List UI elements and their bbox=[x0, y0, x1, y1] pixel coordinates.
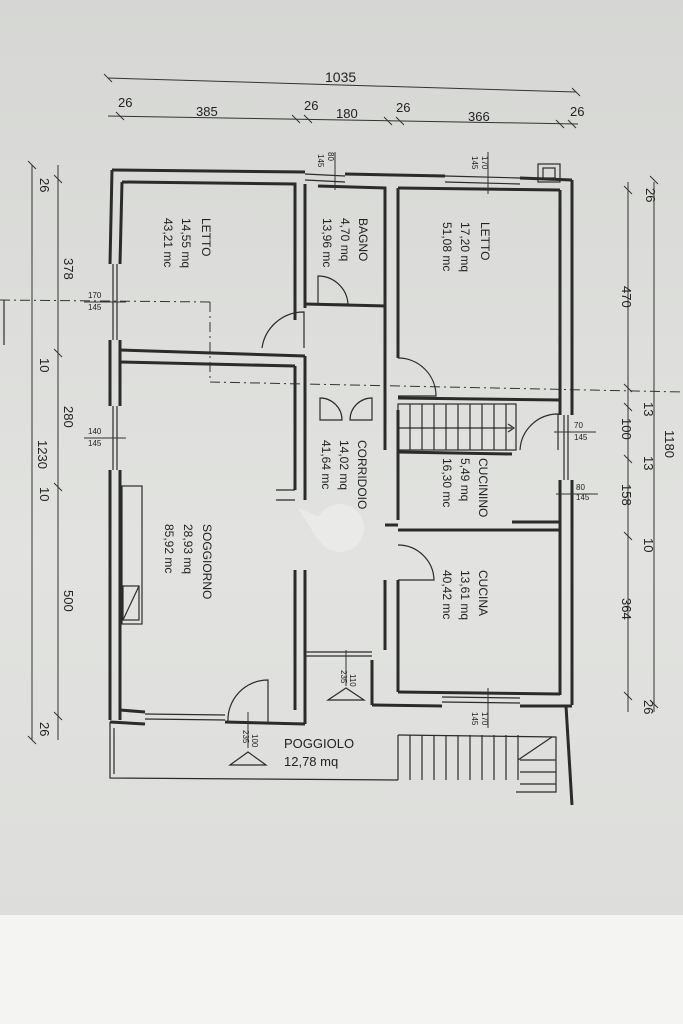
room-name: SOGGIORNO bbox=[200, 524, 214, 599]
stairs bbox=[397, 403, 574, 806]
room-letto-left: LETTO 14,55 mq 43,21 mc bbox=[161, 218, 213, 268]
opening-cucina-h: 145 bbox=[470, 712, 479, 726]
page-bottom-margin bbox=[0, 915, 683, 1024]
entrance-markers bbox=[228, 687, 366, 766]
room-bagno: BAGNO 4,70 mq 13,96 mc bbox=[320, 218, 370, 267]
room-name: BAGNO bbox=[356, 218, 370, 261]
opening-letto1-h: 145 bbox=[88, 303, 102, 312]
room-area: 14,55 mq bbox=[179, 218, 193, 268]
opening-corridoio-w: 110 bbox=[348, 674, 357, 687]
room-volume: 13,96 mc bbox=[320, 218, 334, 267]
dim-left-seg-5: 500 bbox=[61, 590, 76, 612]
opening-soggiorno-door-w: 100 bbox=[250, 734, 259, 748]
dim-right-seg-4: 13 bbox=[641, 456, 656, 470]
balcony bbox=[109, 722, 399, 781]
opening-stair-w: 70 bbox=[574, 421, 583, 430]
dim-right-seg-6: 10 bbox=[641, 538, 656, 552]
room-volume: 16,30 mc bbox=[440, 458, 454, 507]
opening-bagno-h: 145 bbox=[316, 154, 325, 168]
dim-left-seg-1: 378 bbox=[61, 258, 76, 280]
left-dimensions: 1230 26 378 10 280 10 500 26 bbox=[27, 160, 76, 745]
room-name: POGGIOLO bbox=[284, 736, 354, 751]
room-letto-right: LETTO 17,20 mq 51,08 mc bbox=[440, 222, 492, 272]
dim-left-seg-3: 280 bbox=[61, 406, 76, 428]
opening-cucinino-w: 80 bbox=[576, 483, 585, 492]
room-name: CUCINA bbox=[476, 570, 490, 616]
watermark-logo bbox=[298, 504, 364, 552]
opening-labels: 80 145 170 145 170 145 140 145 70 145 80… bbox=[84, 152, 598, 748]
dim-left-overall: 1230 bbox=[35, 440, 50, 469]
dim-top-overall: 1035 bbox=[325, 69, 356, 85]
dim-top-seg-3: 180 bbox=[336, 106, 358, 121]
opening-soggiorno-door-h: 235 bbox=[241, 730, 250, 744]
dim-left-seg-0: 26 bbox=[37, 178, 52, 192]
dim-right-overall: 1180 bbox=[662, 430, 677, 458]
room-area: 28,93 mq bbox=[181, 524, 195, 574]
room-area: 13,61 mq bbox=[458, 570, 472, 620]
opening-letto2-w: 170 bbox=[480, 156, 489, 170]
room-area: 4,70 mq bbox=[338, 218, 352, 261]
opening-corridoio-h: 235 bbox=[339, 670, 348, 684]
room-area: 14,02 mq bbox=[337, 440, 351, 490]
room-volume: 85,92 mc bbox=[162, 524, 176, 573]
dim-right-seg-3: 100 bbox=[619, 418, 634, 440]
room-area: 12,78 mq bbox=[284, 754, 338, 769]
opening-letto1-w: 170 bbox=[88, 291, 102, 300]
room-name: LETTO bbox=[199, 218, 213, 256]
fireplace bbox=[121, 485, 143, 625]
dim-top-seg-6: 26 bbox=[570, 104, 584, 119]
dim-right-seg-7: 364 bbox=[619, 598, 634, 620]
dim-left-seg-2: 10 bbox=[37, 358, 52, 372]
dim-right-seg-8: 26 bbox=[641, 700, 656, 714]
room-volume: 40,42 mc bbox=[440, 570, 454, 619]
room-soggiorno: SOGGIORNO 28,93 mq 85,92 mc bbox=[162, 524, 214, 599]
opening-bagno-w: 80 bbox=[326, 152, 335, 161]
room-volume: 41,64 mc bbox=[319, 440, 333, 489]
room-name: LETTO bbox=[478, 222, 492, 260]
opening-soggiorno-h: 145 bbox=[88, 439, 102, 448]
dim-right-seg-2: 13 bbox=[641, 402, 656, 416]
doors bbox=[227, 275, 559, 723]
interior-walls bbox=[119, 180, 561, 710]
opening-stair-h: 145 bbox=[574, 433, 588, 442]
dim-right-seg-1: 470 bbox=[619, 286, 634, 308]
dim-left-seg-6: 26 bbox=[37, 722, 52, 736]
dim-top-seg-1: 385 bbox=[196, 104, 218, 119]
room-name: CORRIDOIO bbox=[355, 440, 369, 509]
dim-left-seg-4: 10 bbox=[37, 487, 52, 501]
dim-top-seg-2: 26 bbox=[304, 98, 318, 113]
dim-top-seg-5: 366 bbox=[468, 109, 490, 124]
room-volume: 43,21 mc bbox=[161, 218, 175, 267]
room-area: 5,49 mq bbox=[458, 458, 472, 501]
room-volume: 51,08 mc bbox=[440, 222, 454, 271]
room-cucina: CUCINA 13,61 mq 40,42 mc bbox=[440, 570, 490, 620]
room-poggiolo: POGGIOLO 12,78 mq bbox=[284, 736, 354, 769]
dim-top-seg-4: 26 bbox=[396, 100, 410, 115]
room-cucinino: CUCININO 5,49 mq 16,30 mc bbox=[440, 458, 490, 517]
room-area: 17,20 mq bbox=[458, 222, 472, 272]
right-dimensions: 1180 26 470 13 100 13 158 10 364 26 bbox=[619, 175, 677, 714]
opening-soggiorno-w: 140 bbox=[88, 427, 102, 436]
opening-letto2-h: 145 bbox=[470, 156, 479, 170]
dim-top-seg-0: 26 bbox=[118, 95, 132, 110]
room-name: CUCININO bbox=[476, 458, 490, 517]
dim-right-seg-0: 26 bbox=[643, 188, 658, 202]
room-corridoio: CORRIDOIO 14,02 mq 41,64 mc bbox=[319, 440, 369, 509]
section-line bbox=[0, 299, 683, 393]
opening-cucinino-h: 145 bbox=[576, 493, 590, 502]
dim-right-seg-5: 158 bbox=[619, 484, 634, 506]
opening-cucina-w: 170 bbox=[480, 712, 489, 726]
top-dimensions: 1035 26 385 26 180 26 366 26 bbox=[103, 69, 584, 129]
